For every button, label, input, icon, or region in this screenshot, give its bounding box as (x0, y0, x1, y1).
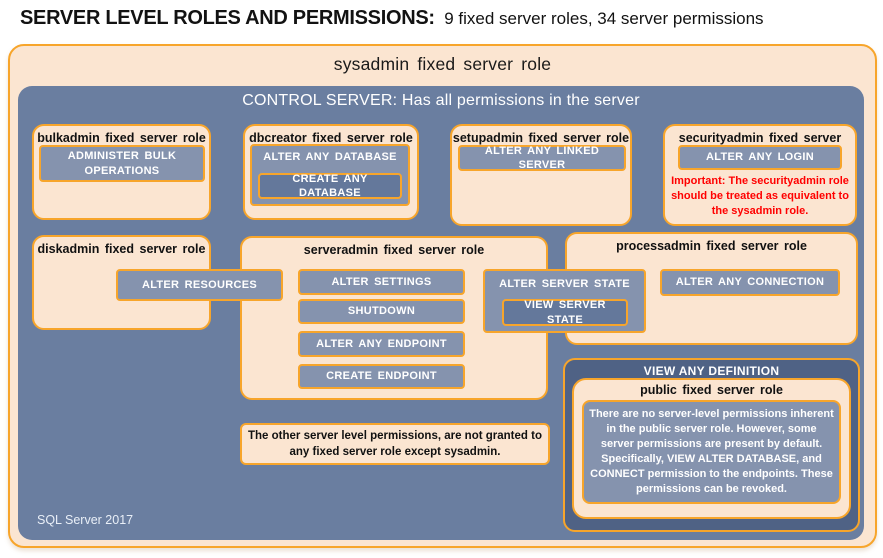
permission-alter-any-linked-server: ALTER ANY LINKED SERVER (458, 145, 626, 171)
role-title-bulkadmin: bulkadmin fixed server role (37, 131, 206, 145)
permission-alter-any-endpoint: ALTER ANY ENDPOINT (298, 331, 465, 357)
permission-alter-server-state-label: ALTER SERVER STATE (499, 278, 630, 290)
role-box-public: public fixed server role There are no se… (572, 378, 851, 519)
footer-label: SQL Server 2017 (37, 513, 134, 527)
permission-view-server-state: VIEW SERVER STATE (502, 299, 628, 326)
permission-create-any-database: CREATE ANY DATABASE (258, 173, 402, 199)
page-title-sub: 9 fixed server roles, 34 server permissi… (444, 9, 764, 28)
permission-administer-bulk-operations: ADMINISTER BULK OPERATIONS (39, 145, 205, 182)
page-title: SERVER LEVEL ROLES AND PERMISSIONS: 9 fi… (20, 7, 764, 30)
role-title-dbcreator: dbcreator fixed server role (249, 131, 413, 145)
permission-shutdown: SHUTDOWN (298, 299, 465, 324)
permission-alter-any-login: ALTER ANY LOGIN (678, 145, 842, 170)
permission-create-endpoint: CREATE ENDPOINT (298, 364, 465, 389)
role-box-setupadmin: setupadmin fixed server role ALTER ANY L… (450, 124, 632, 226)
permission-alter-settings: ALTER SETTINGS (298, 269, 465, 295)
role-title-diskadmin: diskadmin fixed server role (37, 242, 206, 256)
permission-view-any-definition: VIEW ANY DEFINITION (643, 364, 780, 378)
permission-alter-any-database-label: ALTER ANY DATABASE (263, 151, 397, 163)
permission-alter-any-database: ALTER ANY DATABASE CREATE ANY DATABASE (250, 144, 410, 206)
role-box-securityadmin: securityadmin fixed server role ALTER AN… (663, 124, 857, 226)
permission-alter-server-state: ALTER SERVER STATE VIEW SERVER STATE (483, 269, 646, 333)
role-title-processadmin: processadmin fixed server role (616, 239, 807, 253)
role-title-setupadmin: setupadmin fixed server role (452, 131, 630, 145)
sysadmin-role-label: sysadmin fixed server role (333, 54, 552, 74)
permission-alter-resources: ALTER RESOURCES (116, 269, 283, 301)
role-title-public: public fixed server role (640, 383, 783, 397)
securityadmin-warning-note: Important: The securityadmin role should… (671, 175, 849, 217)
control-server-label: CONTROL SERVER: Has all permissions in t… (242, 92, 640, 109)
role-box-serveradmin: serveradmin fixed server role ALTER SETT… (240, 236, 548, 400)
permission-alter-any-connection: ALTER ANY CONNECTION (660, 269, 840, 296)
page-title-main: SERVER LEVEL ROLES AND PERMISSIONS: (20, 7, 435, 29)
public-role-description: There are no server-level permissions in… (582, 400, 841, 504)
role-box-bulkadmin: bulkadmin fixed server role ADMINISTER B… (32, 124, 211, 220)
role-box-dbcreator: dbcreator fixed server role ALTER ANY DA… (243, 124, 419, 220)
footnote-box: The other server level permissions, are … (240, 423, 550, 465)
view-any-definition-box: VIEW ANY DEFINITION public fixed server … (563, 358, 860, 532)
role-title-serveradmin: serveradmin fixed server role (303, 243, 485, 257)
